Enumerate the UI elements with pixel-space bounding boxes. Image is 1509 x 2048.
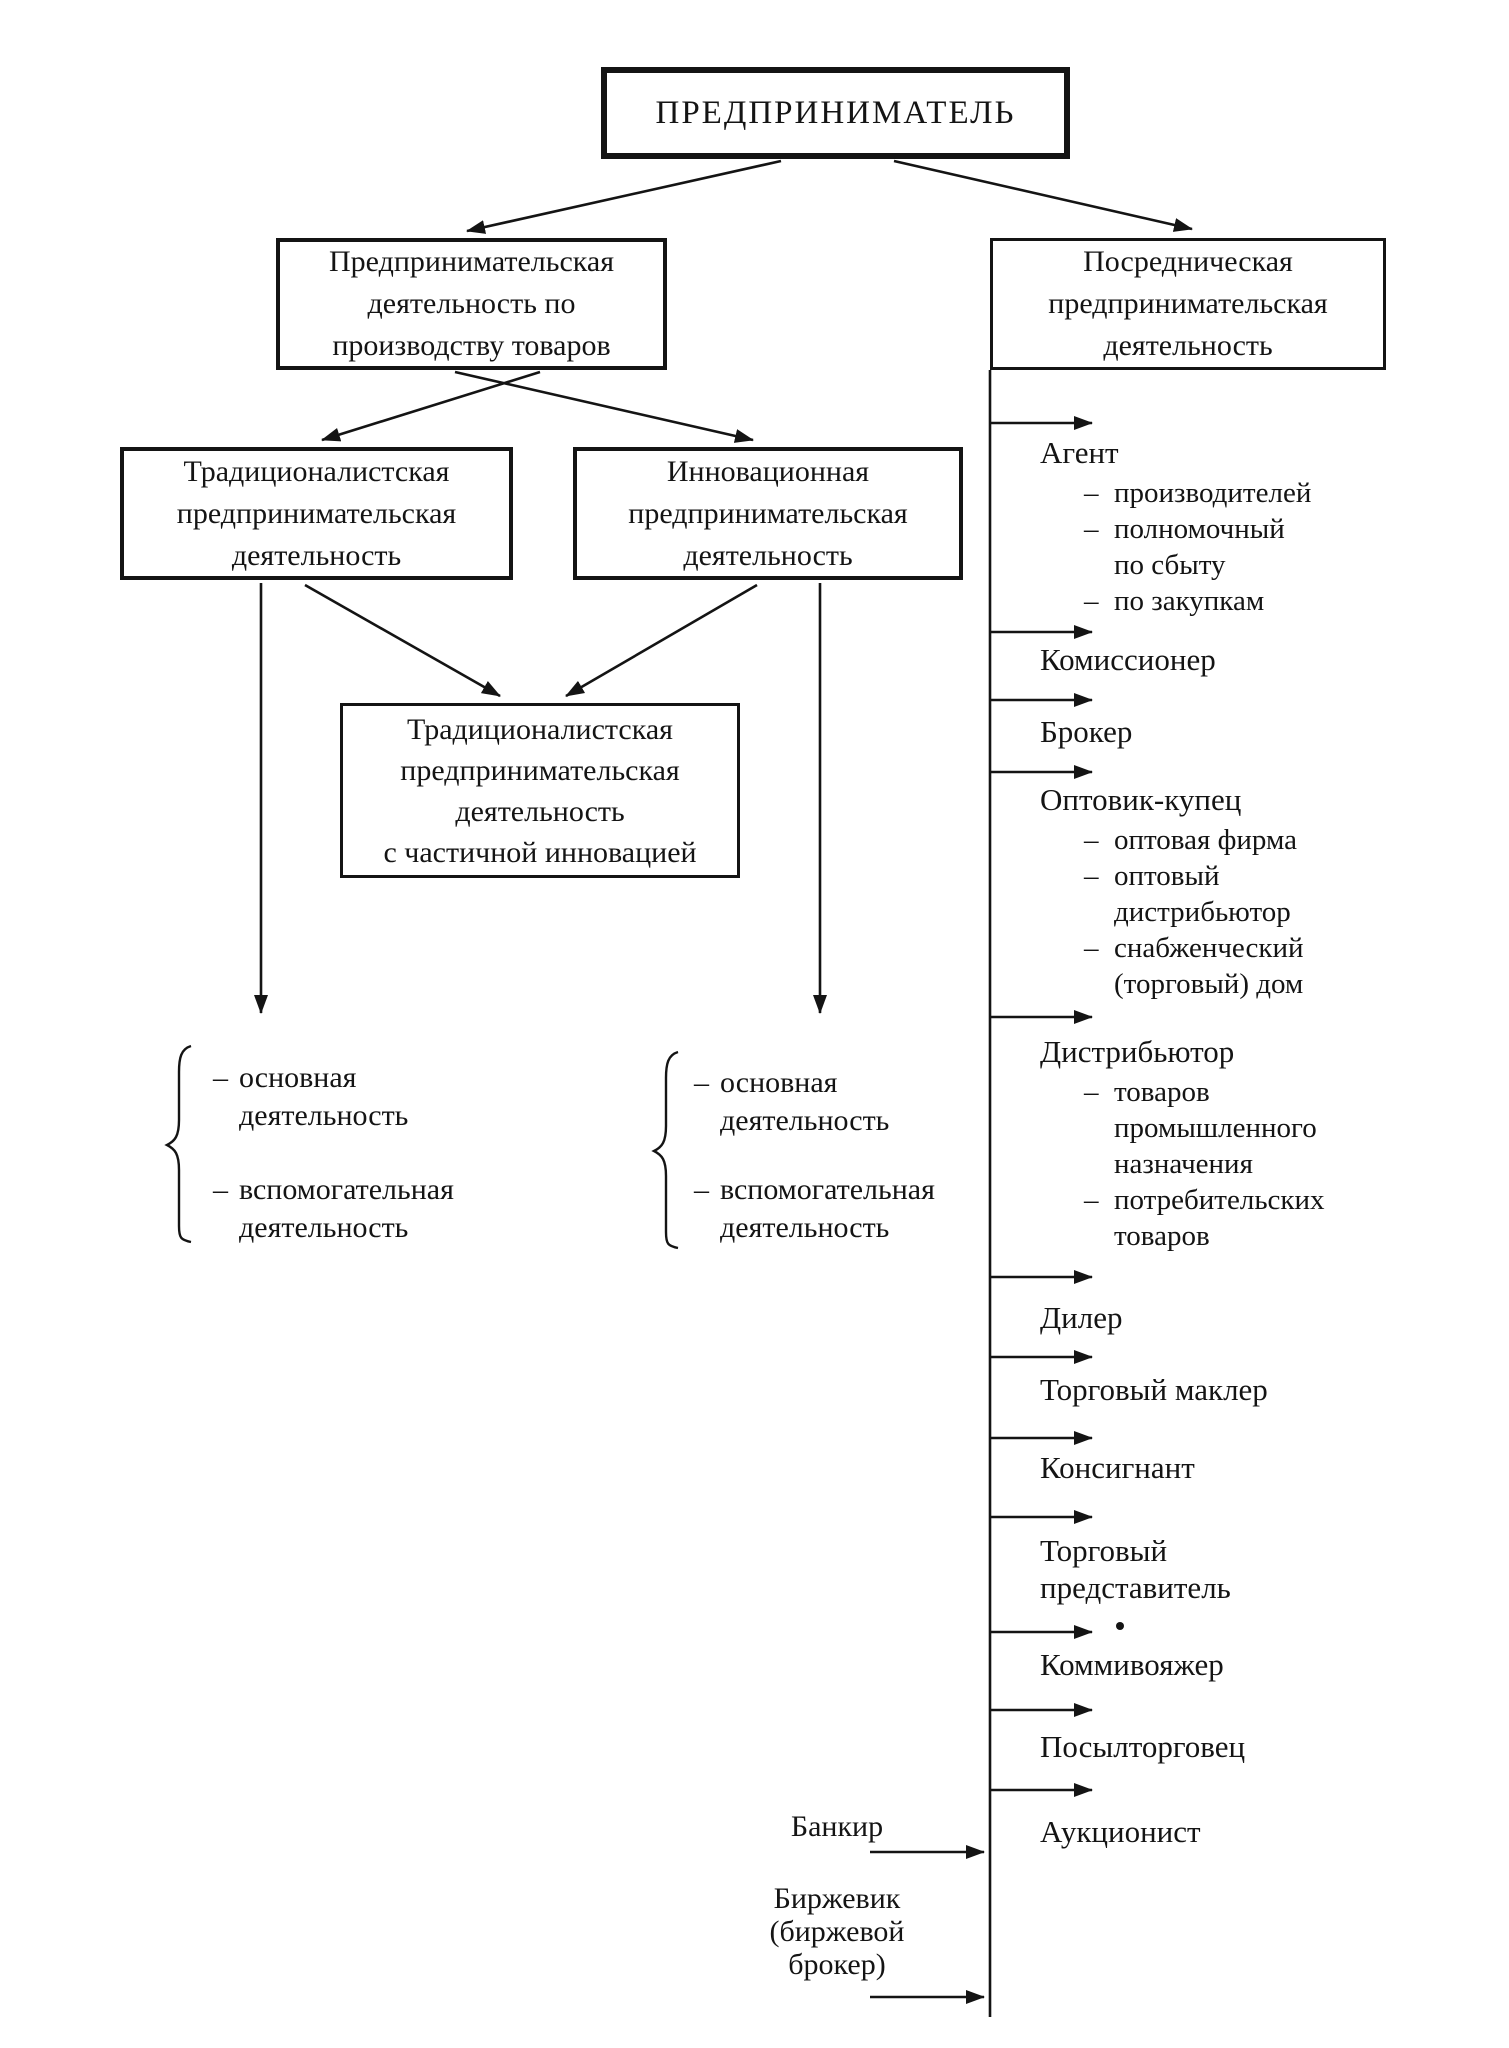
intermediary-item-commis-voyageur: Коммивояжер [1040,1646,1400,1683]
dash-marker: – [1084,824,1099,856]
intermediary-item-wholesaler: Оптовик-купец – оптовая фирма – оптовый … [1040,781,1400,1002]
sub-item-text: снабженческий (торговый) дом [1114,932,1304,1000]
left-activity-main: – основная деятельность [213,1059,408,1135]
banker-label: Банкир [790,1810,884,1843]
intermediary-item-auctioneer: Аукционист [1040,1813,1400,1850]
left-activity-auxiliary: – вспомогательная деятельность [213,1171,454,1247]
left-activity-brace [164,1044,192,1244]
sub-item-text: товаров промышленного назначения [1114,1076,1317,1180]
middle-activity-brace [651,1050,679,1250]
sub-item: – производителей [1040,475,1400,511]
dash-marker: – [1084,585,1099,617]
activity-text: основная деятельность [720,1066,890,1137]
sub-item-text: полномочный по сбыту [1114,513,1285,581]
intermediary-item-commissioner: Комиссионер [1040,641,1400,678]
item-label: Посылторговец [1040,1729,1246,1764]
dash-marker: – [213,1061,228,1094]
innovative-activity-box: Инновационная предпринимательская деятел… [573,447,963,580]
dash-marker: – [694,1173,709,1206]
sub-item-text: производителей [1114,477,1312,509]
intermediary-item-trade-representative: Торговый представитель [1040,1532,1400,1606]
production-activity-box: Предпринимательская деятельность по прои… [276,238,667,370]
dash-marker: – [1084,1184,1099,1216]
intermediary-activity-box: Посредническая предпринимательская деяте… [990,238,1386,370]
item-label: Комиссионер [1040,642,1216,677]
exchange-trader-label: Биржевик (биржевой брокер) [769,1882,905,1981]
dash-marker: – [1084,477,1099,509]
middle-activity-main: – основная деятельность [694,1064,889,1140]
sub-item-text: потребительских товаров [1114,1184,1325,1252]
activity-text: вспомогательная деятельность [239,1173,454,1244]
partial-innovation-box: Традиционалистская предпринимательская д… [340,703,740,878]
arrow-production-to-innovative [454,370,754,443]
middle-activity-auxiliary: – вспомогательная деятельность [694,1171,935,1247]
sub-item: – полномочный по сбыту [1040,511,1400,583]
activity-text: вспомогательная деятельность [720,1173,935,1244]
sub-item: – оптовая фирма [1040,822,1400,858]
intermediary-item-dealer: Дилер [1040,1299,1400,1336]
sub-item: – потребительских товаров [1040,1182,1400,1254]
sub-item: – оптовый дистрибьютор [1040,858,1400,930]
sub-item: – снабженческий (торговый) дом [1040,930,1400,1002]
dash-marker: – [694,1066,709,1099]
dash-marker: – [1084,932,1099,964]
item-label: Консигнант [1040,1450,1195,1485]
sub-item-text: по закупкам [1114,585,1265,617]
arrow-production-to-traditional [321,370,541,442]
sub-item: – товаров промышленного назначения [1040,1074,1400,1182]
item-label: Брокер [1040,714,1133,749]
arrow-traditional-to-partial [304,583,501,698]
item-label: Дистрибьютор [1040,1034,1235,1069]
sub-item: – по закупкам [1040,583,1400,619]
item-sublist: – производителей – полномочный по сбыту … [1040,475,1400,619]
stray-dot [1116,1622,1124,1630]
arrow-entrepreneur-to-production [466,159,782,234]
arrow-entrepreneur-to-intermediary [893,159,1193,232]
intermediary-item-consignor: Консигнант [1040,1449,1400,1486]
sub-item-text: оптовый дистрибьютор [1114,860,1291,928]
intermediary-item-distributor: Дистрибьютор – товаров промышленного наз… [1040,1033,1400,1254]
dash-marker: – [1084,860,1099,892]
item-label: Аукционист [1040,1814,1201,1849]
entrepreneur-box: ПРЕДПРИНИМАТЕЛЬ [601,67,1070,159]
dash-marker: – [1084,513,1099,545]
intermediary-item-trade-macler: Торговый маклер [1040,1371,1400,1408]
item-sublist: – оптовая фирма – оптовый дистрибьютор –… [1040,822,1400,1002]
item-label: Агент [1040,435,1119,470]
arrow-innovative-to-partial [565,583,758,698]
item-label: Оптовик-купец [1040,782,1242,817]
item-label: Торговый маклер [1040,1372,1268,1407]
intermediary-item-broker: Брокер [1040,713,1400,750]
item-label: Коммивояжер [1040,1647,1224,1682]
sub-item-text: оптовая фирма [1114,824,1297,856]
dash-marker: – [1084,1076,1099,1108]
intermediary-item-mail-order-trader: Посылторговец [1040,1728,1400,1765]
intermediary-item-agent: Агент – производителей – полномочный по … [1040,434,1400,619]
item-sublist: – товаров промышленного назначения – пот… [1040,1074,1400,1254]
dash-marker: – [213,1173,228,1206]
item-label: Дилер [1040,1300,1123,1335]
activity-text: основная деятельность [239,1061,409,1132]
item-label: Торговый представитель [1040,1533,1231,1605]
traditional-activity-box: Традиционалистская предпринимательская д… [120,447,513,580]
